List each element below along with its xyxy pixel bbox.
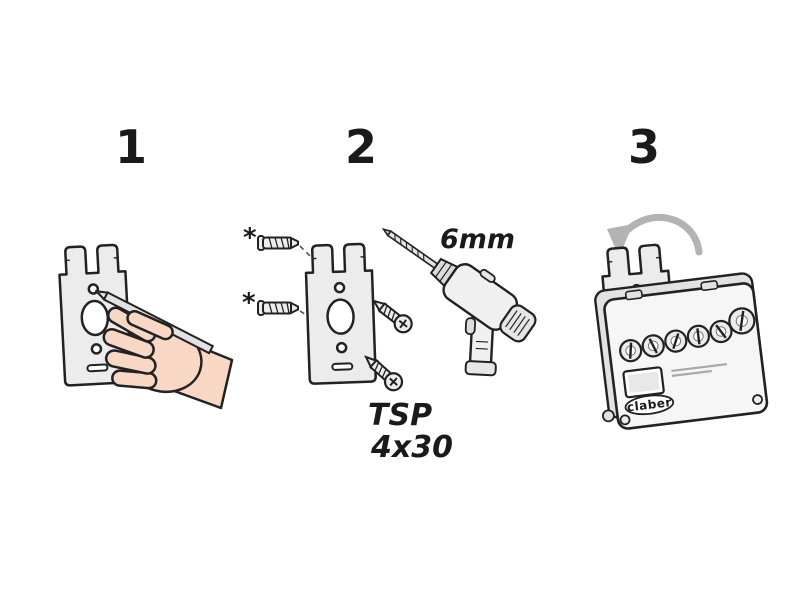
- thumb: [126, 309, 174, 341]
- drill-bit: [381, 227, 439, 270]
- fine-print-line-1: [671, 363, 728, 373]
- drill-size-label: 6mm: [440, 224, 515, 255]
- drill-base: [464, 360, 497, 377]
- timer-dial-5: [709, 319, 733, 344]
- wall-anchor-1: [257, 235, 299, 251]
- wall-anchor-2: [257, 300, 299, 316]
- finger-middle: [102, 328, 155, 359]
- hand-with-pencil: [95, 290, 234, 410]
- screw-1: [367, 293, 417, 337]
- timer-display-screen: [627, 371, 660, 393]
- drill-motor-housing: [499, 304, 537, 343]
- fine-print-line-2: [671, 369, 712, 377]
- rotate-arrow-icon: [607, 213, 703, 257]
- step-1-illustration: [56, 243, 234, 410]
- timer-dial-4: [686, 324, 711, 348]
- step-3-number: 3: [628, 120, 660, 174]
- timer-dial-3: [664, 329, 688, 353]
- step-2-illustration: * *: [242, 223, 537, 465]
- timer-device: claber: [594, 272, 769, 430]
- screw-size-label: 4x30: [370, 430, 453, 465]
- drill-body: [442, 263, 537, 343]
- mounting-bracket: [303, 242, 378, 386]
- device-screw-left: [619, 414, 631, 426]
- step-1-number: 1: [115, 120, 147, 174]
- device-clip-1: [624, 289, 643, 301]
- timer-dial-2: [641, 334, 665, 358]
- brand-logo: claber: [626, 395, 672, 414]
- device-connector: [602, 409, 615, 423]
- drill-mark-icon-2: *: [242, 288, 256, 318]
- drill: [381, 227, 537, 377]
- device-screw-right: [752, 394, 763, 405]
- step-3-illustration: claber: [594, 213, 769, 430]
- drill-switch: [479, 268, 496, 283]
- step-2-number: 2: [345, 120, 377, 174]
- device-clip-2: [700, 280, 719, 292]
- drill-trigger: [464, 317, 477, 336]
- timer-dial-6: [728, 307, 756, 335]
- timer-dial-1: [619, 339, 643, 363]
- brand-logo-oval: [624, 394, 675, 416]
- screw-type-label: TSP: [368, 398, 432, 433]
- drill-mark-icon-1: *: [243, 223, 257, 253]
